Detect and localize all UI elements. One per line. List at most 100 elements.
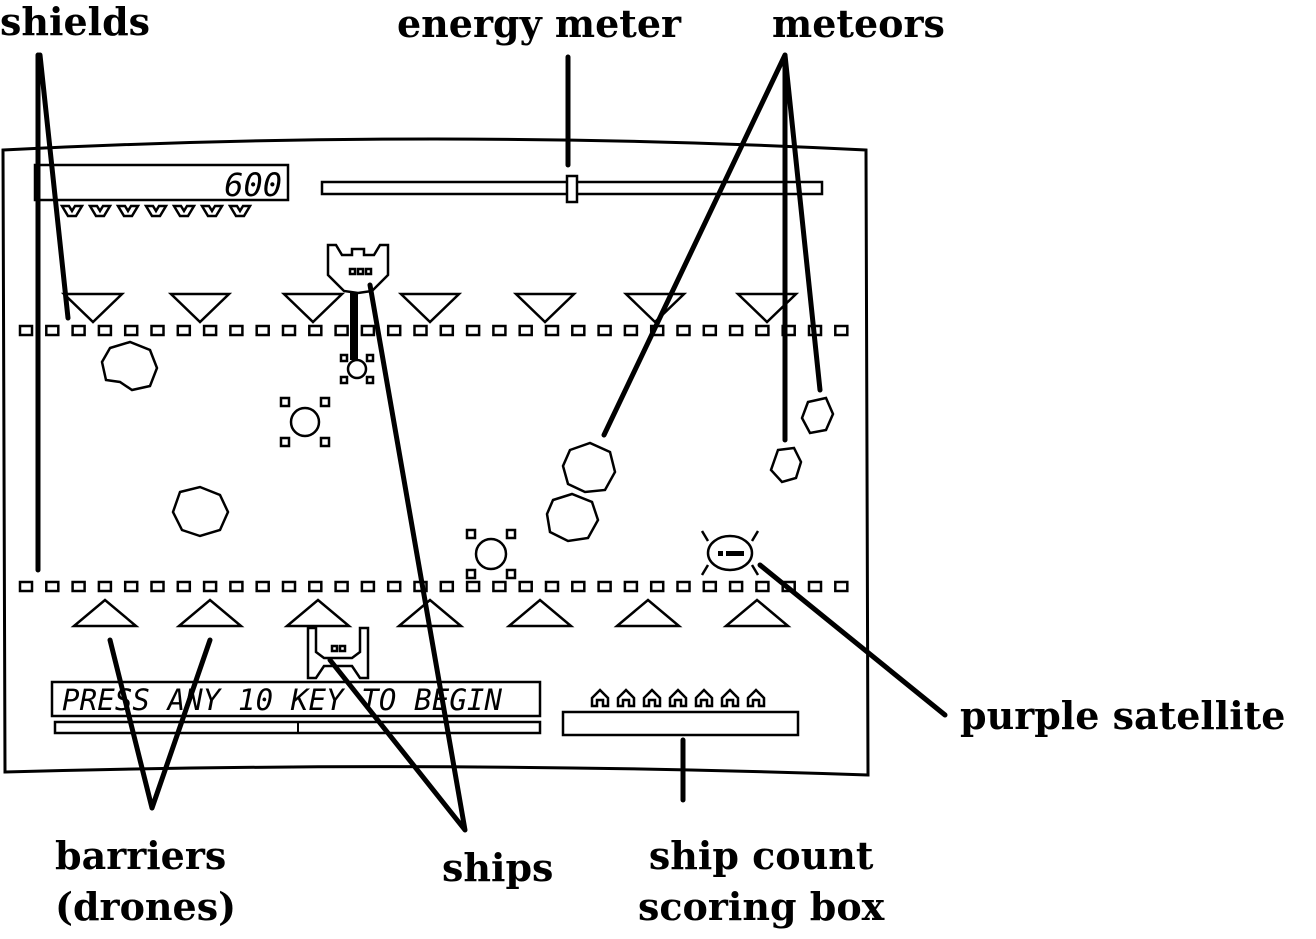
drone: [465, 324, 481, 337]
drone: [676, 580, 691, 593]
meteors: [100, 340, 835, 543]
energy-meter-marker: [565, 174, 579, 204]
shield-icon: [143, 204, 169, 218]
score-value: 600: [224, 166, 282, 204]
ship-count-icon: [590, 688, 610, 708]
drone: [676, 324, 691, 337]
drone: [702, 324, 718, 337]
drone: [623, 580, 639, 593]
drone: [71, 580, 86, 593]
drone: [360, 580, 376, 593]
shield: [512, 292, 578, 324]
label-shields: shields: [0, 0, 151, 44]
drone: [728, 324, 744, 337]
barrier: [283, 598, 353, 628]
drone: [492, 324, 507, 337]
shield: [734, 292, 800, 324]
drone: [308, 580, 323, 593]
drone: [755, 324, 770, 337]
satellite: [465, 528, 517, 580]
drone: [123, 580, 139, 593]
drone: [702, 580, 718, 593]
drone: [571, 324, 586, 337]
meteor: [561, 441, 617, 494]
label-barriers-line2: (drones): [55, 884, 237, 930]
meteors-leader-line: [601, 52, 823, 443]
drone: [386, 324, 402, 337]
drone: [334, 580, 349, 593]
bottom-barriers: [70, 598, 792, 628]
drone: [834, 324, 849, 337]
drone: [544, 580, 560, 593]
drone: [18, 580, 34, 593]
shield: [167, 292, 233, 324]
drone: [255, 580, 270, 593]
shields: [60, 292, 800, 324]
meteor: [545, 492, 600, 543]
drone: [334, 324, 349, 337]
shield: [60, 292, 126, 324]
drone: [728, 580, 744, 593]
label-ships: ships: [442, 845, 554, 890]
ships-leader-line: [327, 282, 468, 833]
satellite: [279, 396, 331, 448]
shield: [397, 292, 463, 324]
leader-lines: [35, 52, 948, 833]
drone: [597, 324, 612, 337]
label-meteors: meteors: [772, 1, 945, 46]
drone: [229, 324, 244, 337]
scoring-box: [561, 710, 800, 737]
barrier: [505, 598, 575, 628]
meteor: [171, 485, 230, 538]
shield-icon: [115, 204, 141, 218]
drone: [649, 580, 665, 593]
drone: [439, 580, 455, 593]
score-box: [33, 163, 290, 202]
barrier: [722, 598, 792, 628]
drone: [281, 580, 297, 593]
shield: [280, 292, 346, 324]
drone: [755, 580, 770, 593]
ship-count-icon: [746, 688, 766, 708]
ship-top: [326, 243, 390, 295]
drone: [544, 324, 560, 337]
drone: [492, 580, 507, 593]
message-box: [50, 680, 542, 718]
screen-frame: [1, 137, 870, 777]
drone: [439, 324, 455, 337]
purple-satellite-leader-line: [757, 562, 948, 718]
ship-count-icon: [616, 688, 636, 708]
meteor: [100, 340, 159, 392]
label-barriers-line1: barriers: [55, 833, 227, 878]
barriers-drones: [18, 324, 849, 593]
satellites: [279, 353, 760, 580]
drone: [150, 324, 165, 337]
drone: [97, 324, 113, 337]
label-ship-count-line1: ship count: [648, 833, 874, 878]
shield-icons-row: [59, 204, 253, 218]
drone: [255, 324, 270, 337]
drone: [97, 580, 113, 593]
drone: [176, 324, 192, 337]
shield-icon: [199, 204, 225, 218]
meteor: [800, 396, 835, 435]
drone: [150, 580, 165, 593]
drone: [413, 324, 428, 337]
ship-bottom: [306, 626, 370, 680]
drone: [176, 580, 192, 593]
ship-count-icon: [668, 688, 688, 708]
label-barriers: barriers (drones): [55, 830, 236, 933]
ship-laser-beam: [350, 292, 358, 360]
shield-icon: [227, 204, 253, 218]
message-text: PRESS ANY 10 KEY TO BEGIN: [62, 683, 503, 717]
ship-count-icon: [720, 688, 740, 708]
purple-satellite: [700, 530, 760, 576]
drone: [518, 324, 533, 337]
shield-icon: [171, 204, 197, 218]
ship-count-icon: [642, 688, 662, 708]
drone: [202, 324, 218, 337]
barrier: [70, 598, 140, 628]
drone: [308, 324, 323, 337]
